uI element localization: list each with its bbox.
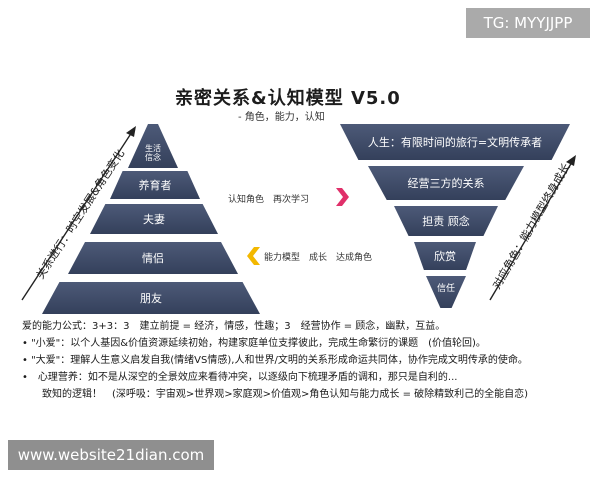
note-logic: 致知的逻辑！ (深呼吸：宇宙观>世界观>家庭观>价值观>角色认知与能力成长 = …: [22, 389, 529, 400]
pyramid-layer-friend: 朋友: [42, 282, 260, 314]
watermark-bottom: www.website21dian.com: [8, 440, 214, 470]
lower-middle-label: 能力模型 成长 达成角色: [264, 253, 373, 263]
pyramid-layer-label-line: 信念: [145, 153, 161, 162]
pyramid-layer-belief: 生活信念: [128, 124, 178, 168]
inverted-layer-life: 人生：有限时间的旅行=文明传承者: [340, 124, 570, 160]
inverted-layer-label: 经营三方的关系: [407, 177, 485, 190]
inverted-layer-appreciation: 欣赏: [414, 242, 476, 270]
pyramid-layer-label: 情侣: [142, 252, 164, 265]
inverted-layer-label: 欣赏: [434, 250, 456, 263]
pyramid-layer-spouse: 夫妻: [90, 204, 218, 234]
inverted-layer-label: 担责 顾念: [422, 215, 470, 228]
notes-block: 爱的能力公式：3+3：3 建立前提 = 经济，情感，性趣；3 经营协作 = 顾念…: [22, 318, 597, 403]
pyramid-layer-label: 夫妻: [143, 213, 165, 226]
diagram-title: 亲密关系&认知模型 V5.0: [175, 88, 401, 109]
inverted-layer-trust: 信任: [426, 276, 466, 308]
upper-middle-label: 认知角色 再次学习: [228, 195, 310, 205]
pyramid-layer-label-line: 生活: [145, 144, 161, 153]
inverted-layer-label: 人生：有限时间的旅行=文明传承者: [367, 136, 543, 149]
inverted-layer-label: 信任: [436, 283, 455, 294]
pyramid-layer-caregiver: 养育者: [110, 171, 200, 199]
note-formula: 爱的能力公式：3+3：3 建立前提 = 经济，情感，性趣；3 经营协作 = 顾念…: [22, 321, 446, 332]
note-small-love: • "小爱"：以个人基因&价值资源延续初始，构建家庭单位支撑彼此，完成生命繁衍的…: [22, 338, 486, 349]
note-big-love: • "大爱"：理解人生意义启发自我(情绪VS情感),人和世界/文明的关系形成命运…: [22, 355, 528, 366]
diagram-subtitle: - 角色，能力，认知: [238, 112, 325, 123]
note-nutrition: • 心理营养：如不是从深空的全景效应来看待冲突，以逐级向下梳理矛盾的调和，那只是…: [22, 372, 458, 383]
pink-chevron-icon: [336, 188, 349, 206]
yellow-chevron-icon: [247, 247, 260, 265]
inverted-layer-relations: 经营三方的关系: [368, 166, 524, 200]
pyramid-layer-label: 生活信念: [145, 144, 161, 162]
pyramid-layer-couple: 情侣: [68, 242, 238, 274]
watermark-top: TG: MYYJJPP: [466, 8, 590, 38]
inverted-layer-responsibility: 担责 顾念: [394, 206, 498, 236]
pyramid-layer-label: 养育者: [138, 179, 172, 192]
pyramid-layer-label: 朋友: [140, 292, 162, 305]
